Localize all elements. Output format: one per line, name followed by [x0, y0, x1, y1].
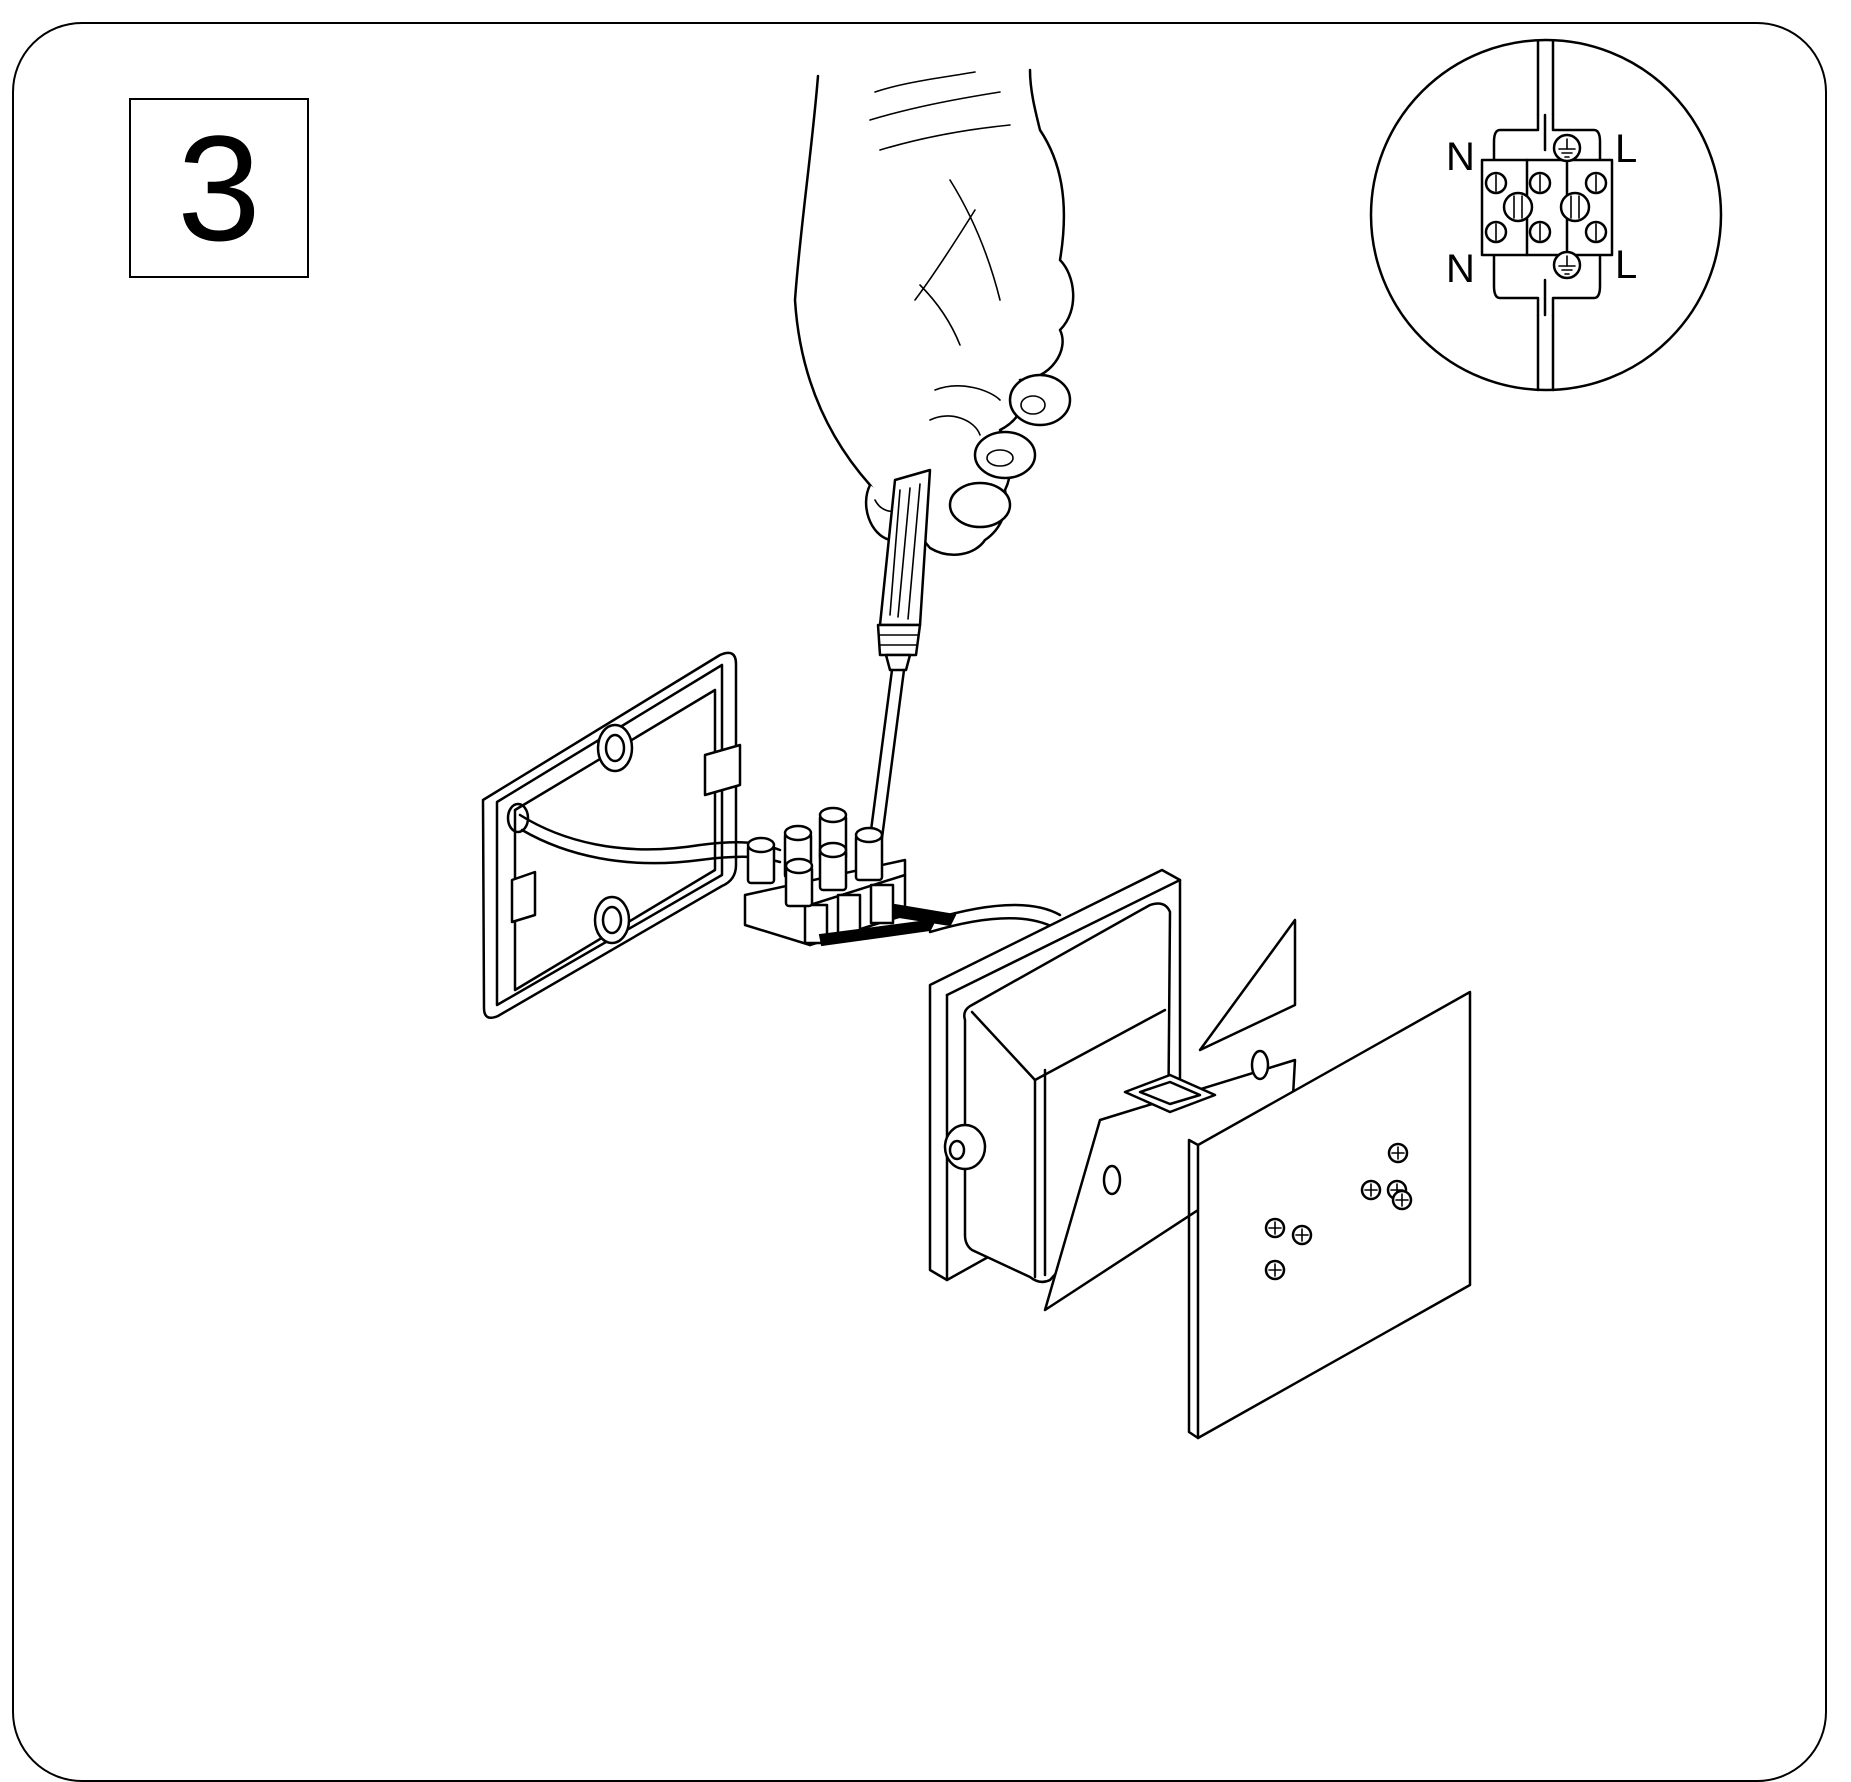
earth-icon: [1552, 133, 1582, 163]
label-neutral-bottom: N: [1446, 247, 1475, 291]
hand: [793, 68, 1075, 556]
wiring-inset: N L N L: [1369, 38, 1723, 392]
earth-icon: [1552, 250, 1582, 280]
terminal-block: [743, 806, 1062, 947]
screwdriver: [868, 468, 932, 840]
wall-mounting-plate: [481, 651, 782, 1019]
step-number: 3: [177, 104, 261, 272]
label-live-top: L: [1615, 127, 1637, 171]
label-live-bottom: L: [1615, 243, 1637, 287]
light-fixture: [928, 868, 1472, 1440]
step-number-box: 3: [129, 98, 309, 278]
label-neutral-top: N: [1446, 135, 1475, 179]
